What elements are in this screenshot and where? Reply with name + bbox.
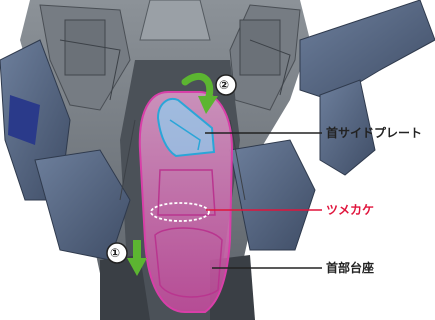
leader-lines [205, 132, 322, 269]
label-neck-base: 首部台座 [326, 261, 375, 275]
neck-side-plate-part [156, 98, 216, 158]
step-1-badge [106, 242, 128, 264]
label-neck-side-plate: 首サイドプレート [326, 126, 423, 140]
tab-catch-marker [150, 202, 210, 222]
step-2-number: ② [219, 78, 230, 92]
step-1-arrow [127, 240, 147, 276]
label-tab-catch: ツメカケ [326, 203, 375, 217]
step-1-number: ① [110, 246, 121, 260]
step-2-arrow [181, 73, 218, 114]
step-2-badge [215, 74, 237, 96]
